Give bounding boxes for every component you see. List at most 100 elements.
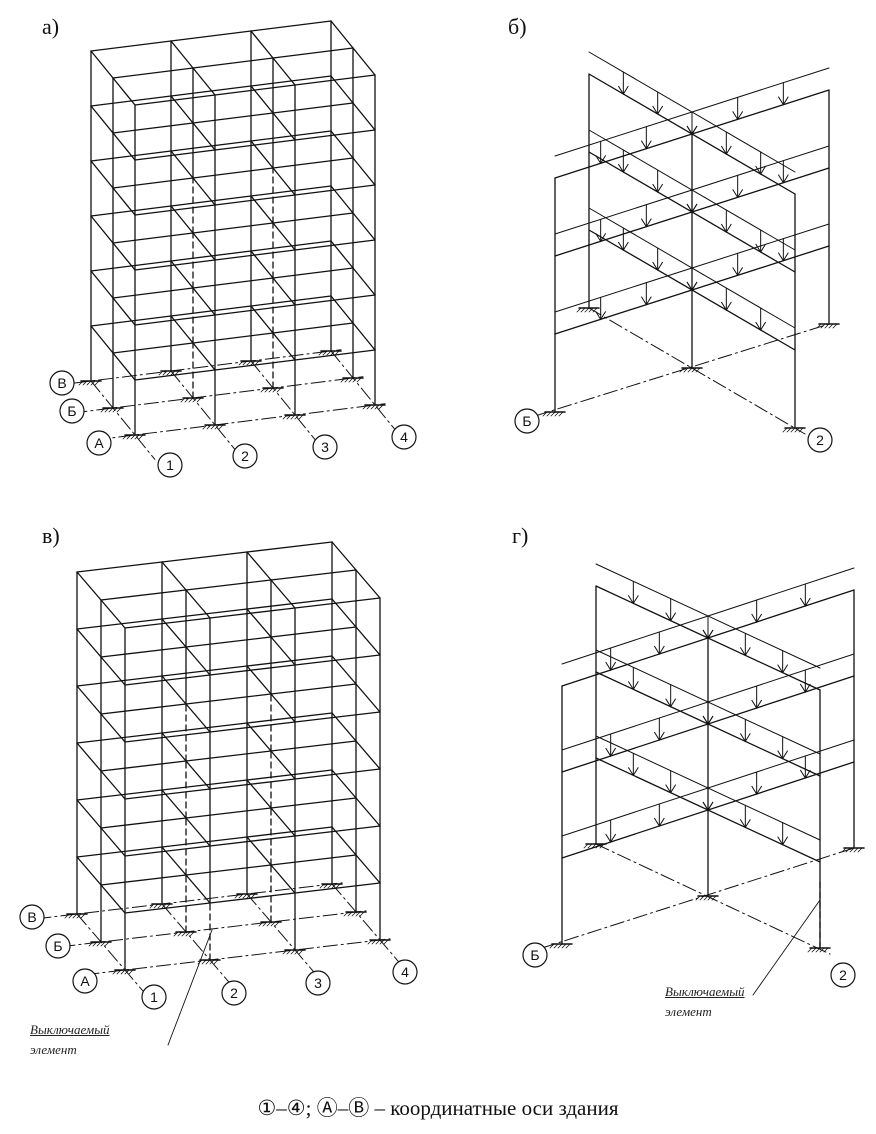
panel-v-beam-y (76, 856, 102, 886)
panel-a-beam-y (330, 20, 354, 49)
panel-g-load-arrow-head (665, 698, 677, 708)
panel-g-load-arrow-head (702, 629, 714, 639)
panel-a-support-hatch (170, 370, 176, 376)
panel-a-beam-y (330, 130, 354, 159)
panel-b-load-arrow-head (617, 85, 629, 95)
panel-a-support-hatch (94, 380, 100, 386)
panel-a-support-hatch (370, 404, 376, 410)
panel-a-support-hatch (82, 380, 88, 386)
panel-g-support-hatch (853, 847, 859, 853)
panel-g-load-arrow-head (605, 661, 617, 671)
panel-g-load-arrow-head (751, 699, 763, 709)
panel-a-beam-x (272, 212, 354, 224)
panel-b-load-arrow-head (686, 125, 698, 135)
axis-bubble-v-2-text: 2 (230, 985, 238, 1001)
panel-b-load-arrow-head (755, 321, 767, 331)
axis-bubble-a-A-text: А (94, 435, 104, 451)
panel-a-label: а) (42, 14, 60, 39)
panel-b-support-hatch (554, 411, 560, 417)
panel-a-support-hatch (356, 377, 362, 383)
panel-v-beam-y (161, 561, 187, 591)
panel-v-beam-y (185, 760, 211, 790)
panel-v-beam-y (270, 807, 296, 837)
panel-g-support-hatch (557, 943, 563, 949)
panel-g-load-arrow-head (627, 595, 639, 605)
panel-a-support-hatch (122, 434, 128, 440)
panel-v-axis-number (76, 913, 148, 996)
panel-v-beam-x (124, 674, 211, 686)
panel-v-support-hatch (323, 883, 329, 889)
panel-v-beam-x (76, 789, 163, 801)
panel-b-load-arrow-head (777, 96, 789, 106)
panel-a-beam-x (192, 57, 274, 69)
note-v-line2: элемент (30, 1042, 77, 1057)
panel-v-beam-x (294, 654, 381, 666)
panel-v-support-hatch (88, 941, 94, 947)
panel-b-support-hatch (683, 367, 689, 373)
panel-a-support-hatch (352, 377, 358, 383)
panel-a-support-hatch (196, 397, 202, 403)
panel-a-beam-y (250, 250, 274, 279)
panel-a-beam-y (112, 242, 136, 271)
panel-b-load-arrow-head (686, 203, 698, 213)
panel-b-support-hatch (550, 411, 556, 417)
panel-g-load-arrow-head (777, 836, 789, 846)
panel-v-beam-y (100, 770, 126, 800)
axis-bubble-g-letter-text: Б (530, 947, 539, 963)
axis-bubble-a-4-text: 4 (400, 429, 408, 445)
panel-b-support-hatch (592, 307, 598, 313)
panel-a-axis-letter (94, 403, 386, 441)
panel-a-support-hatch (108, 407, 114, 413)
panel-a-beam-y (90, 160, 114, 189)
panel-b-load-line (588, 207, 796, 329)
panel-g-support-hatch (699, 895, 705, 901)
panel-g-load-arrow-head (799, 683, 811, 693)
axis-bubble-v-A (72, 968, 98, 994)
panel-a-support-hatch (104, 407, 110, 413)
panel-a-support-hatch (268, 387, 274, 393)
panel-v-beam-x (246, 769, 333, 781)
panel-a-beam-y (272, 222, 296, 251)
panel-v-support-hatch (153, 903, 159, 909)
panel-a-support-hatch (264, 387, 270, 393)
panel-a-support-hatch (100, 407, 106, 413)
panel-v-support-hatch (347, 911, 353, 917)
panel-a-support-hatch (294, 414, 300, 420)
panel-b-support-hatch (832, 323, 838, 329)
panel-a-beam-x (192, 222, 274, 234)
panel-v-support-hatch (294, 949, 300, 955)
note-v-line1: Выключаемый (30, 1022, 110, 1037)
panel-g-load-arrow-head (665, 612, 677, 622)
panel-a-support-hatch (334, 350, 340, 356)
panel-b-load-arrow-head (595, 155, 607, 165)
panel-v-beam-x (209, 778, 296, 790)
panel-v-support-hatch (335, 883, 341, 889)
panel-b-support-hatch (695, 367, 701, 373)
removed-element-note-g: Выключаемый элемент (665, 984, 745, 1020)
panel-a-beam-x (272, 322, 354, 334)
panel-v-support-hatch (290, 949, 296, 955)
panel-a-support-hatch (126, 434, 132, 440)
panel-b-load-arrow-head (755, 243, 767, 253)
panel-a-beam-y (250, 30, 274, 59)
panel-b-load-arrow-head (640, 218, 652, 228)
axis-bubble-b-letter (514, 408, 540, 434)
panel-a-beam-y (250, 85, 274, 114)
panel-b-support-hatch (687, 367, 693, 373)
panel-g-support-hatch (811, 947, 817, 953)
axis-bubble-g-letter (522, 942, 548, 968)
panel-v-support-hatch (250, 893, 256, 899)
panel-v-support-hatch (262, 921, 268, 927)
panel-v-beam-x (270, 797, 357, 809)
panel-v-beam-y (355, 740, 381, 770)
panel-g-load-arrow-head (653, 817, 665, 827)
panel-g-support-hatch (549, 943, 555, 949)
panel-v-beam-x (246, 541, 333, 553)
panel-g-load-arrow-head (751, 785, 763, 795)
panel-g-load-arrow-head (777, 664, 789, 674)
axis-bubble-a-1 (157, 452, 183, 478)
panel-v-support-hatch (120, 969, 126, 975)
panel-v-beam-y (246, 779, 272, 809)
panel-v-support-hatch (76, 913, 82, 919)
panel-a-beam-x (112, 122, 194, 134)
